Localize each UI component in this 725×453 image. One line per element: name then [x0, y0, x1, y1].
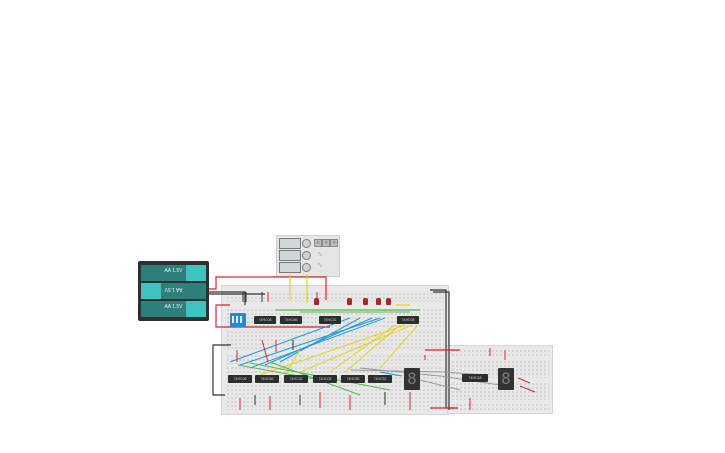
led-red[interactable]	[363, 298, 368, 305]
square-wave-button[interactable]: ⊓	[330, 239, 338, 247]
dip-toggle[interactable]	[236, 316, 238, 323]
seven-segment-display[interactable]: 8	[498, 368, 514, 390]
battery-cell: AA 1.5V	[141, 301, 206, 317]
ic-chip[interactable]: 74HC48	[462, 374, 488, 382]
power-rail	[226, 396, 444, 410]
led-red[interactable]	[314, 298, 319, 305]
ic-chip[interactable]: 74HC32	[284, 375, 308, 383]
dip-toggle[interactable]	[240, 316, 242, 323]
battery-cell-label: AA 1.5V	[164, 268, 183, 274]
sine-wave-icon: ∿	[317, 262, 323, 269]
ic-chip[interactable]: 74HC08	[254, 316, 276, 324]
battery-cap	[186, 265, 206, 281]
ic-chip[interactable]: 74HC86	[255, 375, 279, 383]
power-rail	[451, 349, 549, 357]
breadboard-main[interactable]	[221, 285, 449, 415]
display-screen	[279, 262, 301, 273]
display-screen	[279, 250, 301, 261]
seven-segment-display[interactable]: 8	[404, 368, 420, 390]
display-screen	[279, 238, 301, 249]
ic-chip[interactable]: 74HC86	[280, 316, 302, 324]
power-rail	[226, 292, 444, 302]
power-rail	[451, 403, 549, 411]
power-rail	[226, 354, 444, 364]
knob-icon[interactable]	[302, 251, 311, 260]
battery-cell-label: AA 1.5V	[164, 304, 183, 310]
dip-switch[interactable]	[230, 313, 246, 327]
battery-cell: AA 1.5V	[141, 283, 206, 299]
sine-wave-icon: ∿	[317, 251, 323, 258]
terminal-strip	[226, 330, 444, 350]
ic-chip[interactable]: 74HC08	[228, 375, 252, 383]
battery-cap	[186, 301, 206, 317]
battery-cell: AA 1.5V	[141, 265, 206, 281]
ic-chip[interactable]: 74HC86	[341, 375, 365, 383]
led-red[interactable]	[347, 298, 352, 305]
led-red[interactable]	[376, 298, 381, 305]
square-wave-button[interactable]: ⊓	[314, 239, 322, 247]
led-red[interactable]	[386, 298, 391, 305]
ic-chip[interactable]: 74HC08	[397, 316, 419, 324]
terminal-strip	[451, 382, 549, 400]
square-wave-button[interactable]: ⊓	[322, 239, 330, 247]
power-rail	[226, 366, 444, 376]
ic-chip[interactable]: 74HC08	[313, 375, 337, 383]
battery-cap	[141, 283, 161, 299]
ic-chip[interactable]: 74HC32	[368, 375, 392, 383]
dip-toggle[interactable]	[232, 316, 234, 323]
ic-chip[interactable]: 74HC32	[319, 316, 341, 324]
battery-pack[interactable]: AA 1.5V AA 1.5V AA 1.5V	[138, 261, 209, 321]
knob-icon[interactable]	[302, 239, 311, 248]
knob-icon[interactable]	[302, 263, 311, 272]
